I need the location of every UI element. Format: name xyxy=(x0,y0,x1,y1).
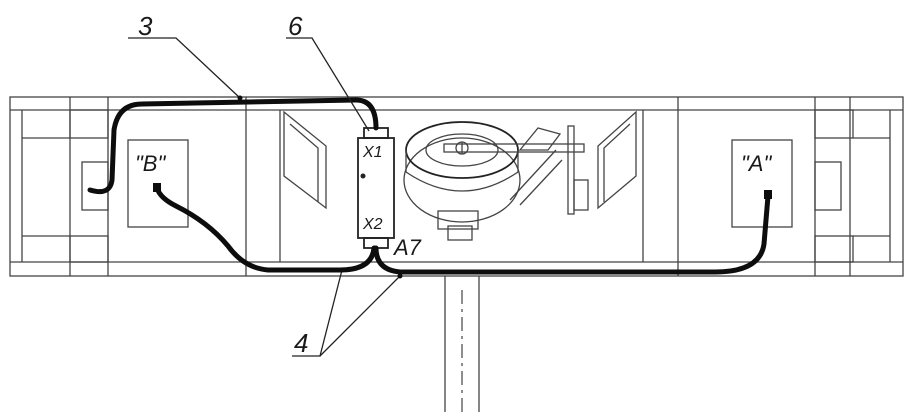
left-bracket xyxy=(22,109,109,263)
callout-leaders xyxy=(128,37,403,357)
terminal-b xyxy=(153,183,161,192)
right-bracket xyxy=(814,109,890,263)
cable-a xyxy=(373,193,771,275)
cable-left-loop xyxy=(87,97,379,195)
right-plate xyxy=(597,110,637,210)
callout-3: 3 xyxy=(138,11,153,41)
central-mechanism xyxy=(403,121,589,241)
cable-b xyxy=(154,185,377,273)
bottom-shaft xyxy=(444,276,480,412)
callout-4: 4 xyxy=(294,328,308,358)
left-plate xyxy=(283,110,327,210)
x2-label: X2 xyxy=(362,216,383,233)
terminal-a xyxy=(764,190,772,199)
connector-b-label: "B" xyxy=(135,151,166,176)
connector-b-box xyxy=(127,139,189,228)
a7-label: A7 xyxy=(392,235,422,260)
connector-a-label: "A" xyxy=(741,151,772,176)
chassis-frame xyxy=(9,96,904,277)
cable-harness xyxy=(87,97,771,275)
callout-6: 6 xyxy=(288,11,303,41)
x1-label: X1 xyxy=(362,144,383,161)
connector-a-box xyxy=(731,139,793,228)
